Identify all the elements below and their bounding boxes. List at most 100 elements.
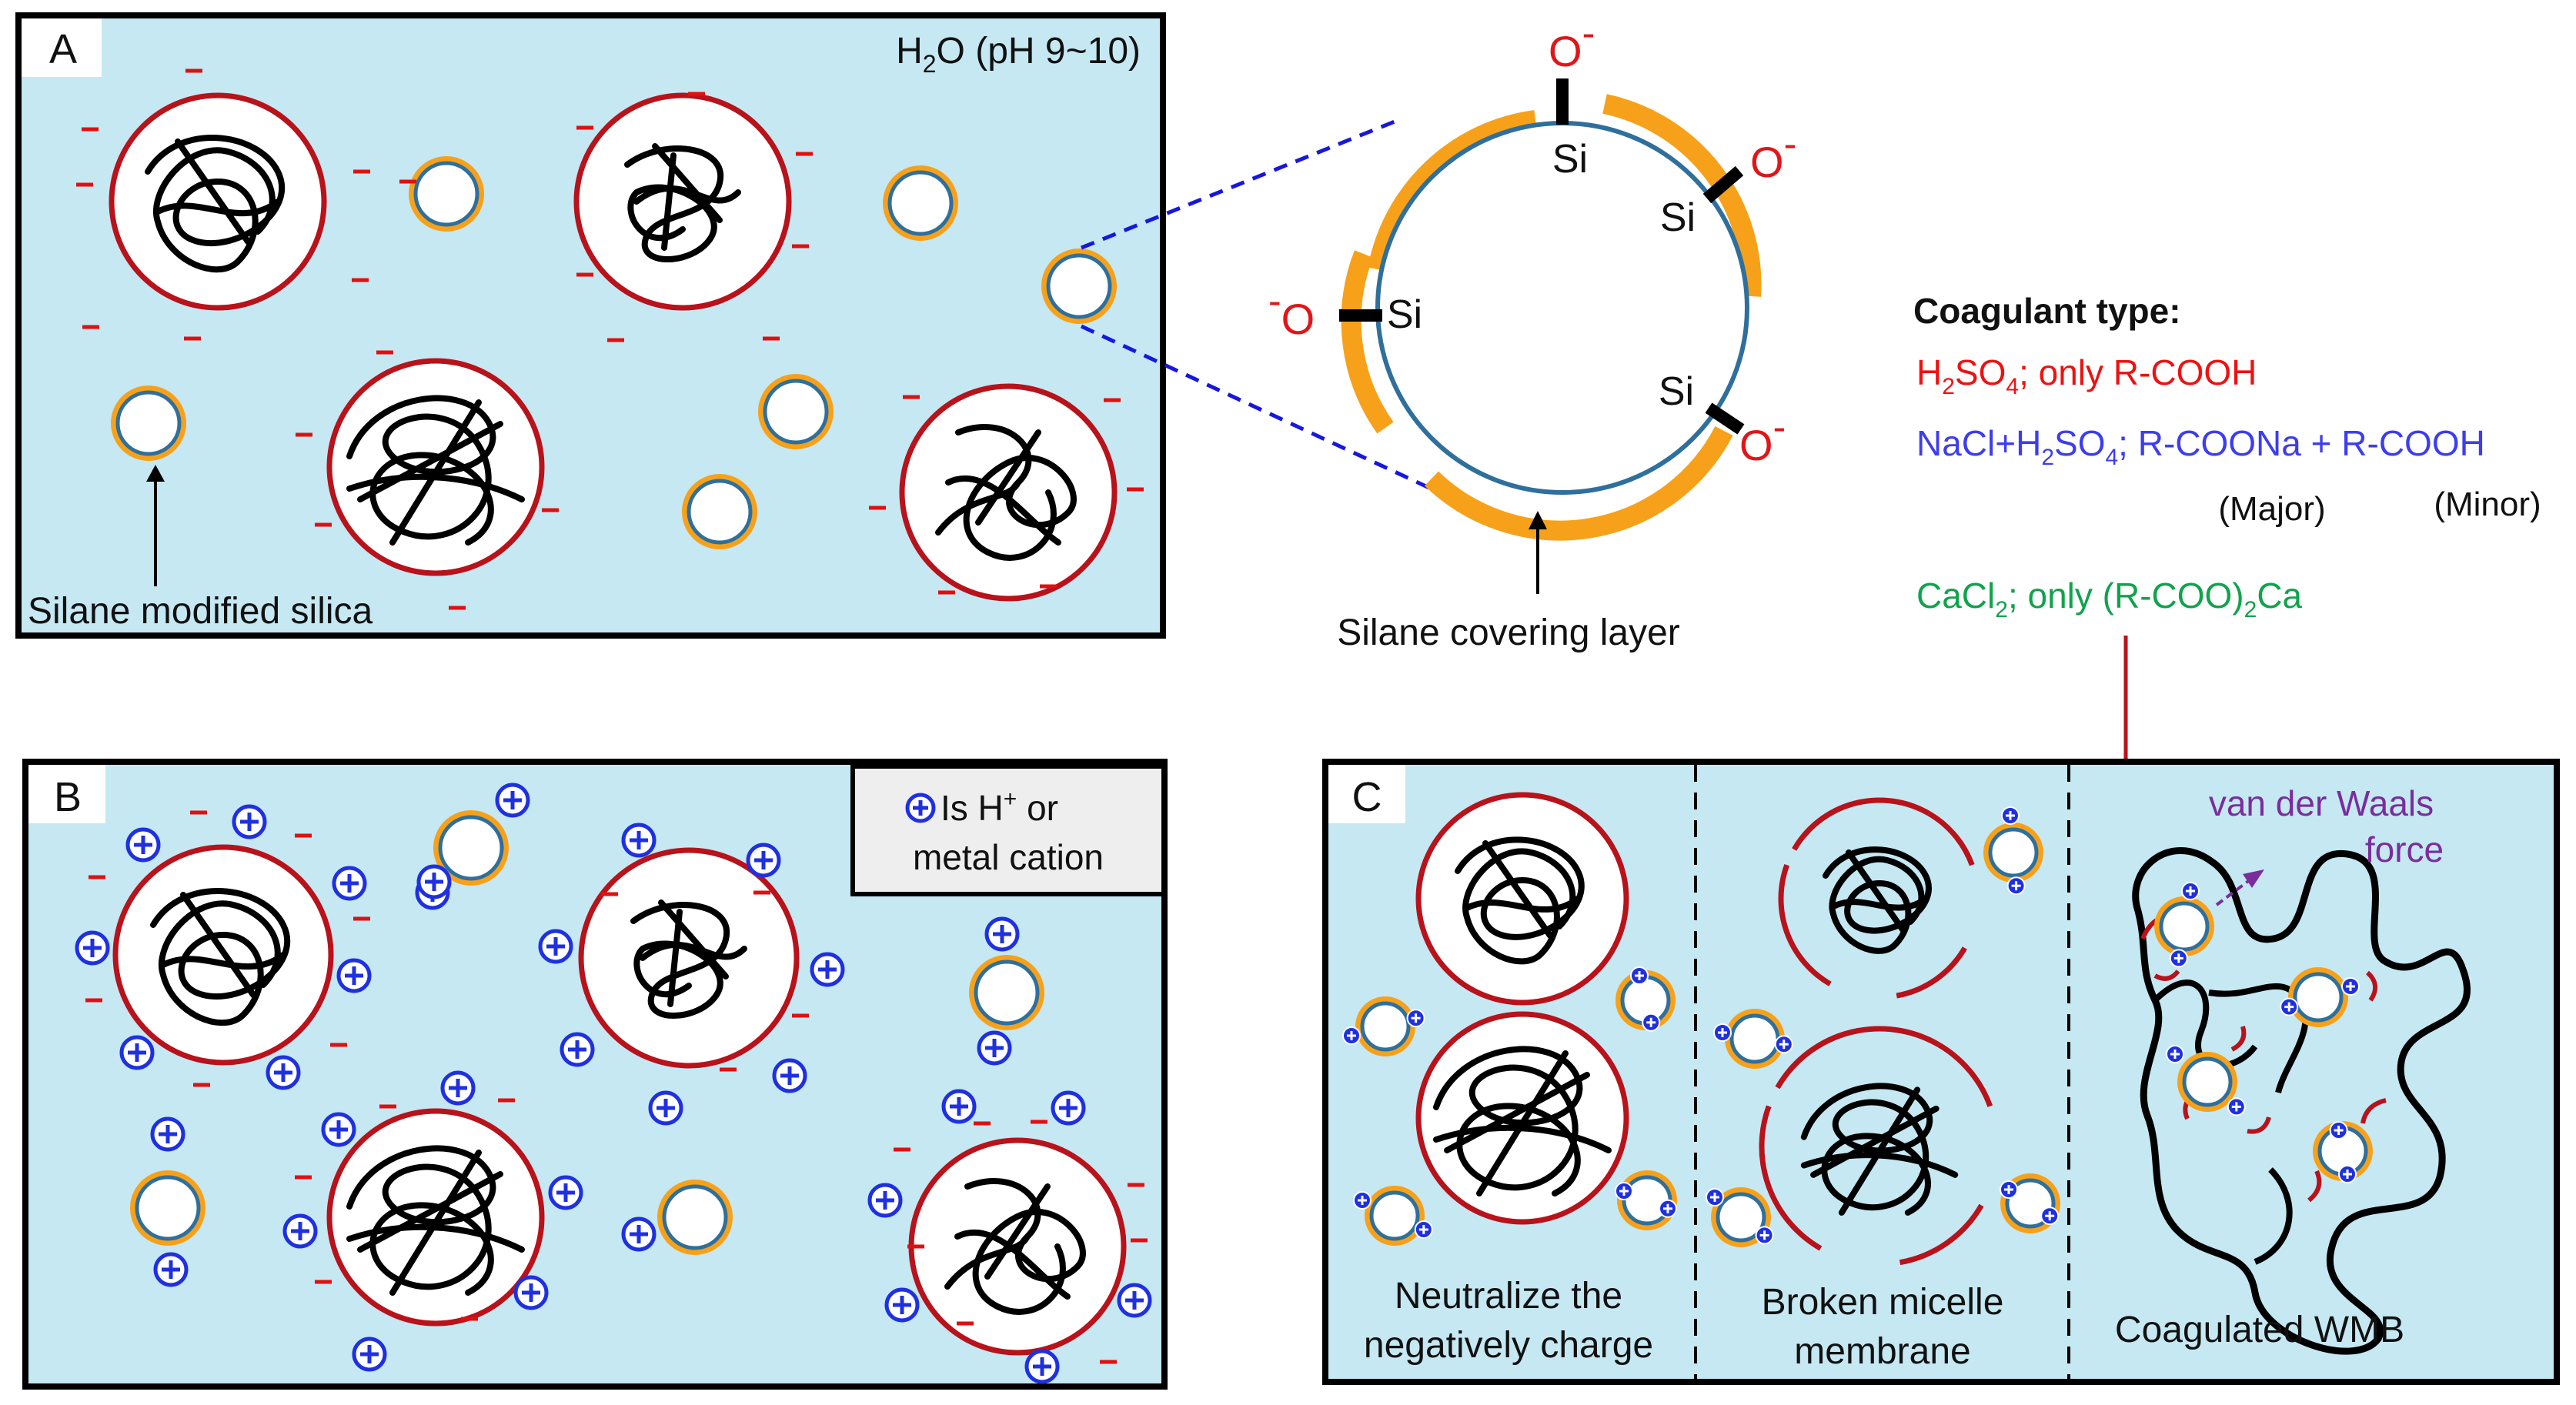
silica-silane-layer [758,374,834,449]
panel-b-silicas [130,810,1044,1255]
rubber-chain [1432,1046,1612,1197]
rubber-chain [1454,836,1585,965]
bond-lower-right [1705,402,1745,435]
silica-silane-layer [409,156,484,232]
step3-caption: Coagulated WMB [2115,1310,2404,1350]
coagulant-major-label: (Major) [2218,490,2325,528]
silica-particle [2293,972,2344,1023]
si-label-left: Si [1387,292,1422,337]
broken-membrane-fragment [1936,1042,1993,1107]
coagulant-minor-label: (Minor) [2434,486,2541,523]
vdw-label-line2: force [2365,829,2444,869]
silica-silane-layer [111,385,186,461]
panel-a: A H2O (pH 9~10) Silane modified silica [15,12,1166,639]
silica-particle [763,379,829,445]
micelle-ring [578,847,800,1069]
cation-legend-line1: Is H+ or [941,786,1058,828]
broken-membrane-fragment [1927,811,1975,866]
silica-silane-layer [682,474,757,549]
silica-silane-layer [2288,967,2348,1027]
micelle-ring [573,92,792,311]
silica-silane-layer [1711,1187,1771,1247]
si-label-right: Si [1660,195,1696,240]
broken-membrane-fragment [1899,1203,1984,1266]
oxygen-right: O- [1750,122,1796,186]
vdw-force-arrowhead [2243,869,2264,888]
coagulant-h2so4: H2SO4; only R-COOH [1916,352,2257,399]
panel-a-micelles [109,92,1118,602]
silica-particle [2159,901,2210,952]
panel-a-label: A [49,26,77,72]
step1-caption-line1: Neutralize the [1395,1276,1622,1317]
rubber-chain [935,424,1077,561]
silane-covering-layer-label: Silane covering layer [1337,612,1680,653]
rubber-chain [630,899,748,1019]
silica-particle [1729,1013,1780,1064]
panel-c-micelles [1415,792,1629,1225]
silica-pointer-arrowhead [146,465,165,482]
coagulated-wmb-outline [2132,847,2471,1355]
silica-particle [887,170,954,236]
silane-layer-arrowhead [1529,511,1547,529]
panel-b-cations [75,783,1152,1384]
silica-silane-layer [130,1170,205,1246]
fragment-8 [2307,1170,2322,1203]
bond-right [1702,165,1744,204]
silane-arc-top [1368,110,1537,272]
silica-particle [2182,1056,2233,1107]
silica-silane-layer [2177,1052,2237,1112]
panel-b-negative-charges [85,810,1148,1364]
broken-membrane-fragment [1759,1105,1823,1251]
zoom-dashed-line-bottom [1080,324,1441,495]
step1-caption-line2: negatively charge [1364,1325,1653,1366]
silica-particle [1716,1192,1766,1243]
panel-b: B Is H+ or metal cation [22,759,1168,1390]
panel-b-label-box [28,765,105,823]
rubber-chain [346,395,526,546]
water-ph-label: H2O (pH 9~10) [896,31,1141,78]
silane-arc-right [1602,94,1762,297]
silica-particle [662,1184,728,1250]
released-rubber-chain [1800,1083,1959,1216]
panel-c: C van der Waals force Neutralize the neg… [1322,759,2560,1385]
panel-b-micelles [112,844,1127,1356]
fragment-5 [2247,1116,2271,1134]
rubber-chain [346,1145,526,1297]
fragment-3 [2230,1026,2247,1052]
si-label-lower-right: Si [1659,369,1694,414]
fragment-2 [2153,969,2180,981]
panel-c-label-box [1328,765,1405,823]
oxygen-top: O- [1549,12,1595,75]
zoom-dashed-line-top [1081,119,1395,250]
broken-membrane-fragment [1787,1026,1940,1073]
silica-particle [687,479,753,545]
silane-modified-silica-label: Silane modified silica [28,591,373,632]
cation-legend-icon [905,793,936,823]
broken-membrane-fragment [1778,864,1832,986]
silane-arc-bottom [1424,426,1733,541]
step2-caption-line1: Broken micelle [1762,1282,2004,1323]
silica-silane-layer [1365,1186,1425,1246]
silica-particle [438,815,504,881]
panel-c-label: C [1352,774,1382,820]
silica-silane-layer [433,810,509,886]
silica-particle [413,161,479,227]
panel-a-negative-charges [76,68,1144,610]
panel-a-silicas [111,156,1117,549]
silica-particle [1046,253,1112,319]
zoom-silica-particle: Si Si Si Si O- O- -O O- Silane covering … [1080,12,1796,653]
released-rubber-chain [1823,846,1932,954]
panel-b-label: B [54,774,82,820]
coagulated-wmb-inner-strand-3 [2254,1167,2293,1265]
coagulant-title: Coagulant type: [1913,291,2181,331]
silica-particle [115,390,182,456]
rubber-chain [944,1178,1086,1315]
silica-particle [1369,1190,1420,1241]
panel-c-broken-membranes [1759,797,1993,1266]
coagulant-nacl-h2so4: NaCl+H2SO4; R-COONa + R-COOH [1916,423,2485,470]
rubber-chain [623,142,742,262]
coagulant-cacl2: CaCl2; only (R-COO)2Ca [1916,576,2303,622]
cation-legend-line2: metal cation [913,837,1104,877]
cation-legend-box [850,764,1166,896]
